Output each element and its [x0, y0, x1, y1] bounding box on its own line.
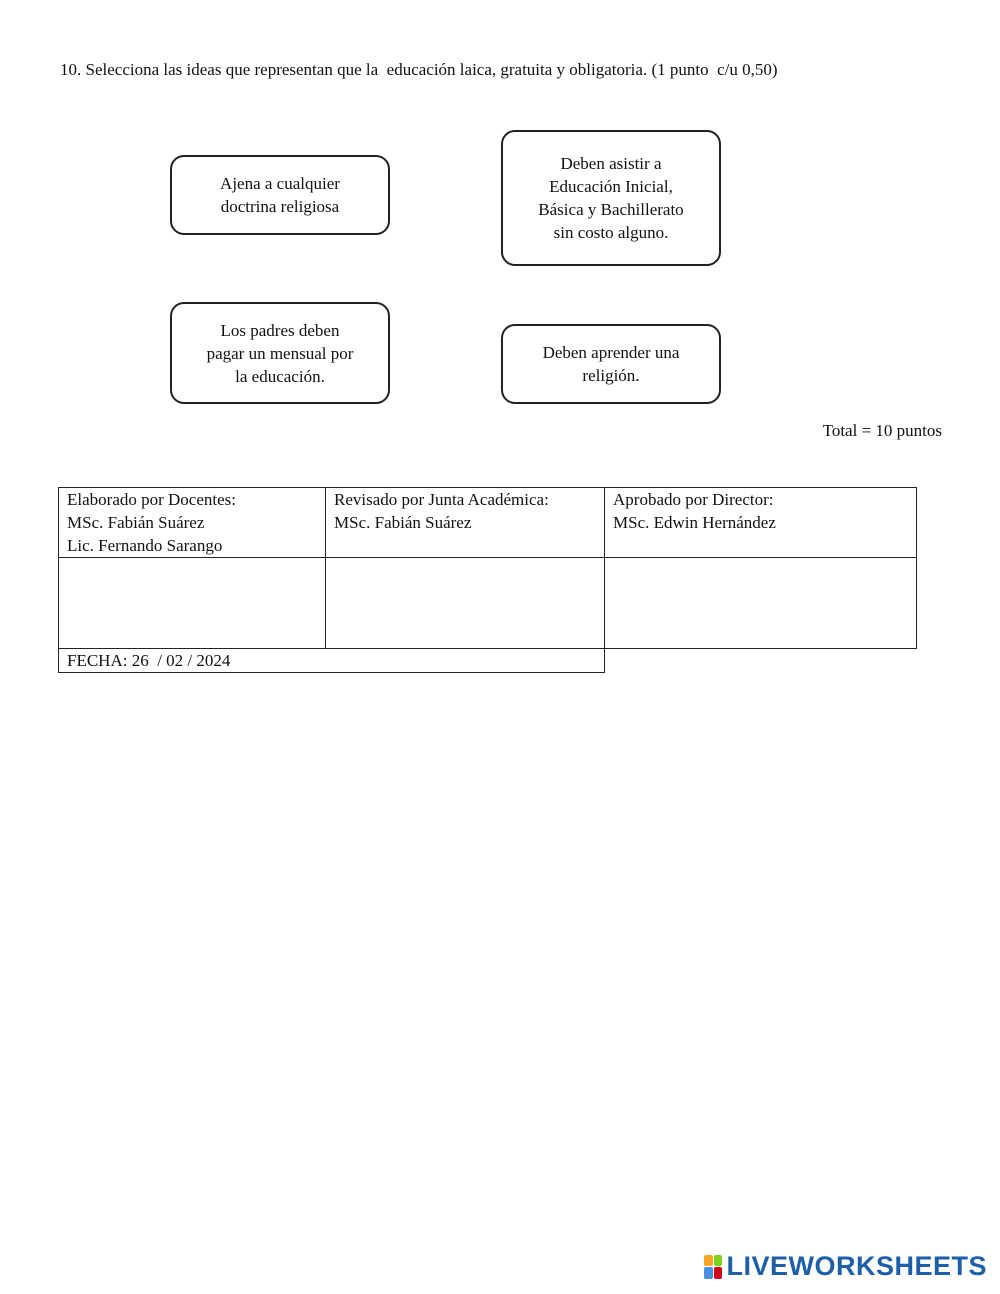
revisado-cell: Revisado por Junta Académica: MSc. Fabiá…: [325, 487, 605, 558]
signature-space-aprobado: [604, 557, 917, 649]
aprobado-cell: Aprobado por Director: MSc. Edwin Hernán…: [604, 487, 917, 558]
logo-square-icon: [713, 1267, 723, 1279]
signature-header-row: Elaborado por Docentes: MSc. Fabián Suár…: [58, 487, 917, 558]
liveworksheets-logo: LIVEWORKSHEETS: [704, 1251, 987, 1282]
fecha-cell: FECHA: 26 / 02 / 2024: [58, 648, 605, 673]
elaborado-cell: Elaborado por Docentes: MSc. Fabián Suár…: [58, 487, 326, 558]
option-card-text: Los padres deben pagar un mensual por la…: [206, 320, 354, 386]
signature-space-revisado: [325, 557, 605, 649]
option-card-text: Deben aprender una religión.: [542, 343, 680, 385]
date-row: FECHA: 26 / 02 / 2024: [58, 648, 917, 673]
logo-square-icon: [704, 1254, 713, 1266]
option-card-sin-costo[interactable]: Deben asistir a Educación Inicial, Básic…: [501, 130, 721, 266]
logo-square-icon: [704, 1267, 713, 1279]
option-card-text: Deben asistir a Educación Inicial, Básic…: [538, 154, 684, 242]
question-prompt: 10. Selecciona las ideas que representan…: [60, 60, 778, 79]
option-card-ajena-doctrina[interactable]: Ajena a cualquier doctrina religiosa: [170, 155, 390, 235]
signature-table: Elaborado por Docentes: MSc. Fabián Suár…: [58, 487, 917, 673]
liveworksheets-logo-icon: [704, 1254, 723, 1279]
signature-space-elaborado: [58, 557, 326, 649]
option-card-aprender-religion[interactable]: Deben aprender una religión.: [501, 324, 721, 404]
total-score: Total = 10 puntos: [822, 421, 942, 440]
option-card-text: Ajena a cualquier doctrina religiosa: [220, 174, 340, 216]
empty-cell: [605, 649, 917, 673]
liveworksheets-logo-text: LIVEWORKSHEETS: [726, 1251, 987, 1281]
logo-square-icon: [713, 1254, 723, 1266]
signature-space-row: [58, 557, 917, 649]
option-card-padres-pagar[interactable]: Los padres deben pagar un mensual por la…: [170, 302, 390, 404]
